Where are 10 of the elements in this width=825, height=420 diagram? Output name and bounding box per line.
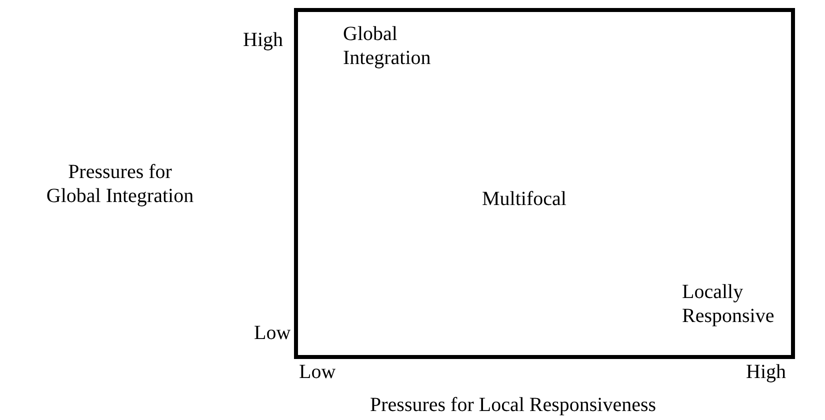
region-label: Multifocal <box>482 187 568 211</box>
axis-title: Pressures for Local Responsiveness <box>370 393 656 417</box>
axis-tick-label: High <box>746 360 786 384</box>
axis-tick-label: Low <box>299 360 336 384</box>
axis-tick-label: High <box>243 28 283 52</box>
axis-title: Pressures for Global Integration <box>45 160 195 208</box>
quadrant-frame <box>294 8 795 359</box>
axis-tick-label: Low <box>254 321 291 345</box>
region-label: Locally Responsive <box>682 280 776 328</box>
region-label: Global Integration <box>343 22 432 70</box>
